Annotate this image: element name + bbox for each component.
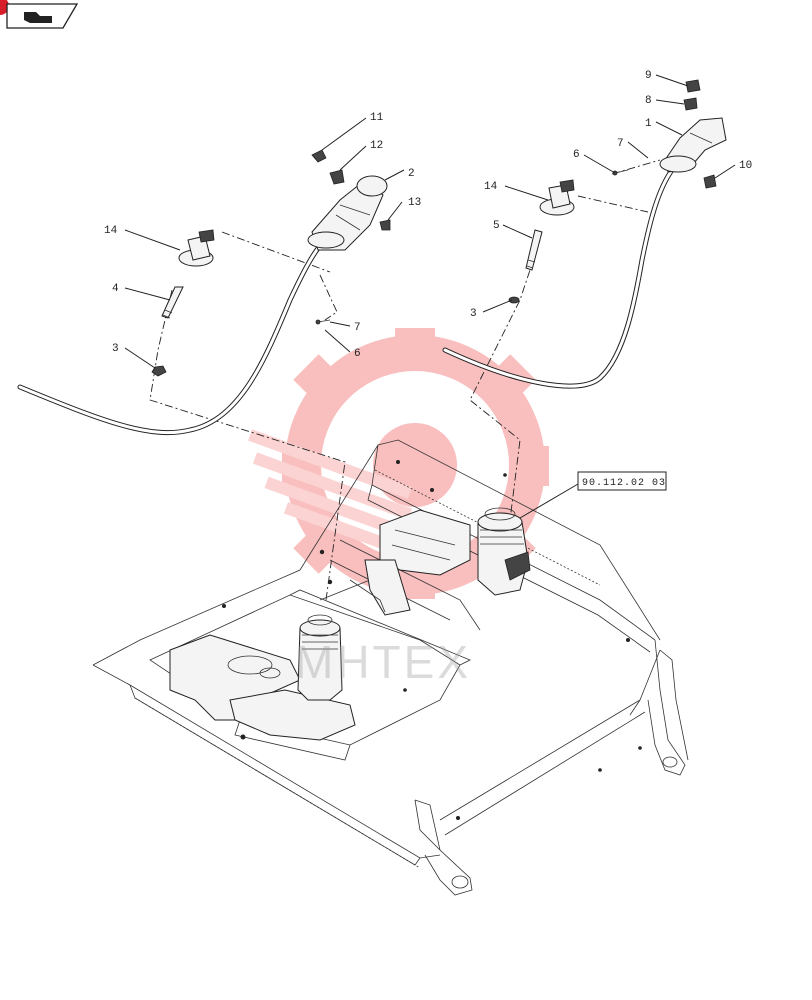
reference-box-label: 90.112.02 03 bbox=[582, 478, 666, 489]
left-clip-13 bbox=[379, 219, 391, 231]
right-small-screw bbox=[612, 169, 629, 176]
callout-11: 11 bbox=[370, 112, 384, 124]
callout-labels: 11 12 2 13 14 4 3 7 6 9 8 1 7 6 10 14 5 … bbox=[104, 70, 752, 360]
right-washer bbox=[508, 296, 520, 304]
seat-frame-chassis bbox=[92, 439, 689, 896]
left-air-hose bbox=[17, 237, 328, 435]
reference-box-frame bbox=[577, 471, 667, 491]
callout-10: 10 bbox=[739, 160, 752, 172]
callout-5: 5 bbox=[493, 220, 500, 232]
callout-12: 12 bbox=[370, 140, 383, 152]
callout-14-left: 14 bbox=[104, 225, 118, 237]
cross-reference-link[interactable]: 90.112.02 03 bbox=[577, 471, 667, 491]
right-cap-9 bbox=[685, 79, 701, 93]
left-small-screw bbox=[315, 319, 331, 325]
right-swivel-fitting bbox=[659, 117, 727, 173]
watermark-text: MHTEX bbox=[295, 636, 471, 688]
callout-3-left: 3 bbox=[112, 343, 119, 355]
callout-6-left: 6 bbox=[354, 348, 361, 360]
left-swivel-fitting bbox=[307, 175, 388, 251]
right-spring-pin bbox=[525, 229, 543, 271]
left-spring-pin bbox=[161, 286, 184, 319]
callout-6-right: 6 bbox=[573, 149, 580, 161]
callout-14-right: 14 bbox=[484, 181, 498, 193]
callout-13: 13 bbox=[408, 197, 421, 209]
right-cap-8 bbox=[683, 97, 698, 111]
callout-3-right: 3 bbox=[470, 308, 477, 320]
callout-7-right: 7 bbox=[617, 138, 624, 150]
left-valve-body bbox=[178, 229, 215, 267]
leader-lines bbox=[124, 74, 736, 519]
callout-7-left: 7 bbox=[354, 322, 361, 334]
callout-9: 9 bbox=[645, 70, 652, 82]
book-arrow-icon bbox=[24, 12, 52, 23]
left-clip-11 bbox=[311, 149, 327, 163]
right-clip-10 bbox=[703, 174, 717, 189]
callout-1: 1 bbox=[645, 118, 652, 130]
callout-2: 2 bbox=[408, 168, 415, 180]
watermark-gear-logo bbox=[248, 328, 549, 599]
callout-4: 4 bbox=[112, 283, 119, 295]
callout-8: 8 bbox=[645, 95, 652, 107]
right-air-hose bbox=[442, 167, 675, 389]
right-valve-body bbox=[539, 179, 575, 216]
left-clip-12 bbox=[329, 169, 345, 185]
left-nut bbox=[151, 365, 167, 377]
back-navigation-button[interactable] bbox=[0, 0, 79, 29]
